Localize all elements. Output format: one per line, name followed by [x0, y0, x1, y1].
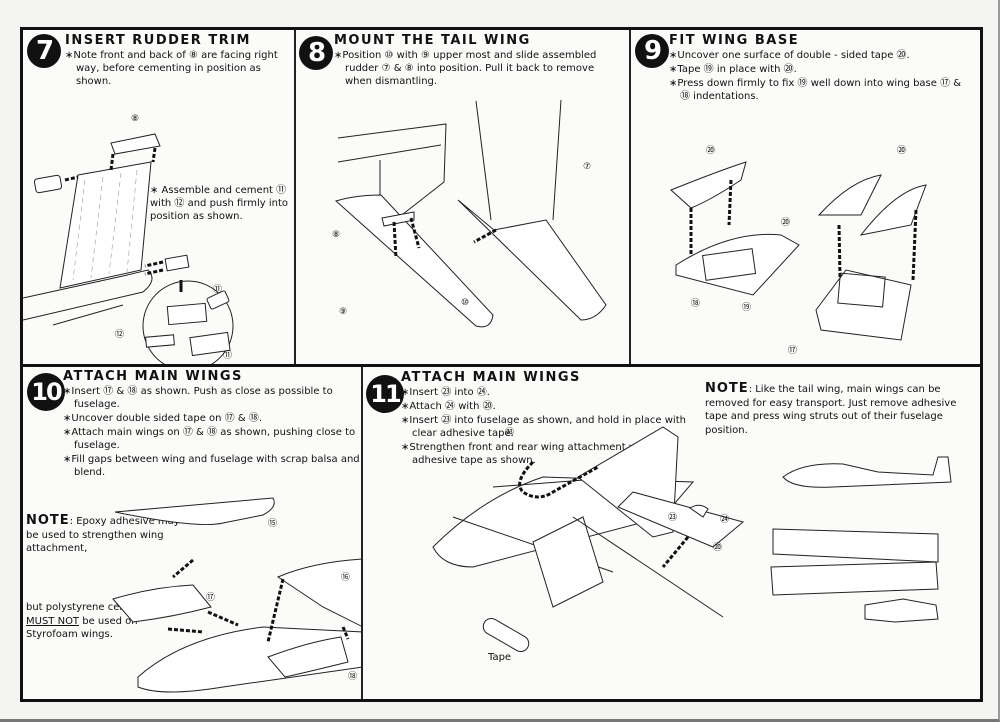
part-label: ⑲	[742, 303, 752, 313]
step-8-instructions: Position ⑩ with ⑨ upper most and slide a…	[334, 49, 624, 89]
step-10-note: NOTE: Epoxy adhesive may be used to stre…	[26, 514, 181, 556]
step-9-title: FIT WING BASE	[669, 33, 800, 48]
instruction: Fill gaps between wing and fuselage with…	[63, 453, 361, 479]
wing-panel	[770, 561, 939, 596]
rudder-trim-illustration	[23, 133, 234, 364]
part-label: ⑱	[691, 299, 701, 309]
step-9-badge: 9	[635, 34, 669, 68]
note-label: NOTE	[26, 513, 70, 528]
rudder-part	[59, 161, 152, 289]
part-label: ⑨	[339, 307, 348, 317]
step-11-badge: 11	[366, 375, 404, 413]
detail-circle	[142, 280, 234, 364]
fuselage	[137, 626, 361, 693]
part-label: ⑪	[223, 351, 233, 361]
part-label: ⑦	[583, 162, 592, 172]
wing-base-17	[112, 584, 212, 623]
step-7-instructions: Note front and back of ⑧ are facing righ…	[65, 49, 293, 89]
instruction: Attach main wings on ⑰ & ⑱ as shown, pus…	[63, 426, 361, 452]
note-text: : Like the tail wing, main wings can be …	[705, 384, 957, 436]
step-8-title: MOUNT THE TAIL WING	[334, 33, 531, 48]
wing-base-illustration	[670, 161, 927, 341]
wing-attachment-illustration	[432, 426, 745, 652]
part-label: ⑧	[332, 230, 341, 240]
instruction: Position ⑩ with ⑨ upper most and slide a…	[334, 49, 624, 88]
main-wings-illustration	[112, 497, 361, 693]
note-text: : Epoxy adhesive may be used to strength…	[26, 516, 180, 554]
instruction: Insert ㉓ into ㉔.	[401, 386, 691, 399]
part-label: ㉓	[505, 428, 515, 438]
step-10-panel: 10 ATTACH MAIN WINGS Insert ⑰ & ⑱ as sho…	[23, 367, 363, 699]
part-label: ⑰	[788, 346, 798, 356]
part-label: ⑳	[706, 146, 716, 156]
part-label: ㉓	[668, 513, 678, 523]
instruction: Note front and back of ⑧ are facing righ…	[65, 49, 293, 88]
instruction: Uncover one surface of double - sided ta…	[669, 49, 974, 62]
step-9-instructions: Uncover one surface of double - sided ta…	[669, 49, 974, 104]
part-24	[689, 504, 709, 518]
main-wing-15	[114, 497, 275, 526]
warning-text: be used on Styrofoam wings.	[26, 615, 138, 641]
part-label: ⑳	[897, 146, 907, 156]
part-label: ㉔	[720, 515, 730, 525]
part-label: ⑳	[713, 543, 723, 553]
rudder-trim-part	[110, 133, 161, 155]
step-7-badge: 7	[27, 34, 61, 68]
tail-wing-panel	[864, 598, 939, 623]
instruction: Press down firmly to fix ⑲ well down int…	[669, 77, 974, 103]
glue-tube	[33, 174, 63, 194]
step-9-panel: 9 FIT WING BASE Uncover one surface of d…	[631, 30, 980, 364]
tape-strip	[670, 161, 747, 209]
warning-text: but polystyrene cement	[26, 602, 146, 613]
part-label: ⑧	[131, 114, 140, 124]
step-11-instructions: Insert ㉓ into ㉔. Attach ㉔ with ⑳. Insert…	[401, 386, 691, 468]
main-wing-16	[276, 558, 361, 627]
step-8-badge: 8	[299, 36, 333, 70]
disassembled-parts-illustration	[770, 456, 952, 623]
tape-patch	[532, 516, 604, 608]
warning-emphasis: MUST NOT	[26, 615, 80, 627]
step-7-title: INSERT RUDDER TRIM	[65, 33, 251, 48]
wing-base-18	[267, 636, 349, 678]
instruction: Insert ㉓ into fuselage as shown, and hol…	[401, 414, 691, 440]
step-11-panel: 11 ATTACH MAIN WINGS Insert ㉓ into ㉔. At…	[363, 367, 980, 699]
part-label: ⑰	[206, 593, 216, 603]
tape-label: Tape	[488, 652, 512, 663]
step-11-title: ATTACH MAIN WINGS	[401, 370, 581, 385]
part-label: ⑳	[781, 218, 791, 228]
part-label: ⑯	[341, 573, 351, 583]
step-10-badge: 10	[27, 373, 65, 411]
wing-panel	[772, 528, 939, 563]
step-8-panel: 8 MOUNT THE TAIL WING Position ⑩ with ⑨ …	[296, 30, 631, 364]
wing-base-18	[675, 233, 800, 296]
row-divider	[23, 364, 980, 367]
step-10-instructions: Insert ⑰ & ⑱ as shown. Push as close as …	[63, 385, 361, 480]
fuselage-side	[782, 456, 952, 488]
step-11-note: NOTE: Like the tail wing, main wings can…	[705, 382, 975, 437]
instruction-sheet: 7 INSERT RUDDER TRIM Note front and back…	[20, 27, 983, 702]
tail-wing-left	[335, 194, 494, 328]
instruction: Insert ⑰ & ⑱ as shown. Push as close as …	[63, 385, 361, 411]
tail-wing-illustration	[335, 99, 607, 328]
step-10-warning: but polystyrene cement MUST NOT be used …	[26, 601, 166, 642]
instruction: Tape ⑲ in place with ⑳.	[669, 63, 974, 76]
step-7-panel: 7 INSERT RUDDER TRIM Note front and back…	[23, 30, 296, 364]
step-7-callout: ∗ Assemble and cement ⑪ with ⑫ and push …	[150, 185, 288, 222]
fuselage-outline	[23, 269, 153, 321]
part-label: ⑩	[461, 298, 470, 308]
note-label: NOTE	[705, 381, 749, 396]
part-label: ⑮	[268, 519, 278, 529]
instruction: Attach ㉔ with ⑳.	[401, 400, 691, 413]
instruction: Uncover double sided tape on ⑰ & ⑱.	[63, 412, 361, 425]
tape-roll	[482, 618, 530, 652]
step-10-title: ATTACH MAIN WINGS	[63, 369, 243, 384]
instruction: Strengthen front and rear wing attachmen…	[401, 441, 691, 467]
part-label: ⑱	[348, 672, 358, 682]
part-label: ⑪	[213, 285, 223, 295]
part-label: ⑫	[115, 330, 125, 340]
